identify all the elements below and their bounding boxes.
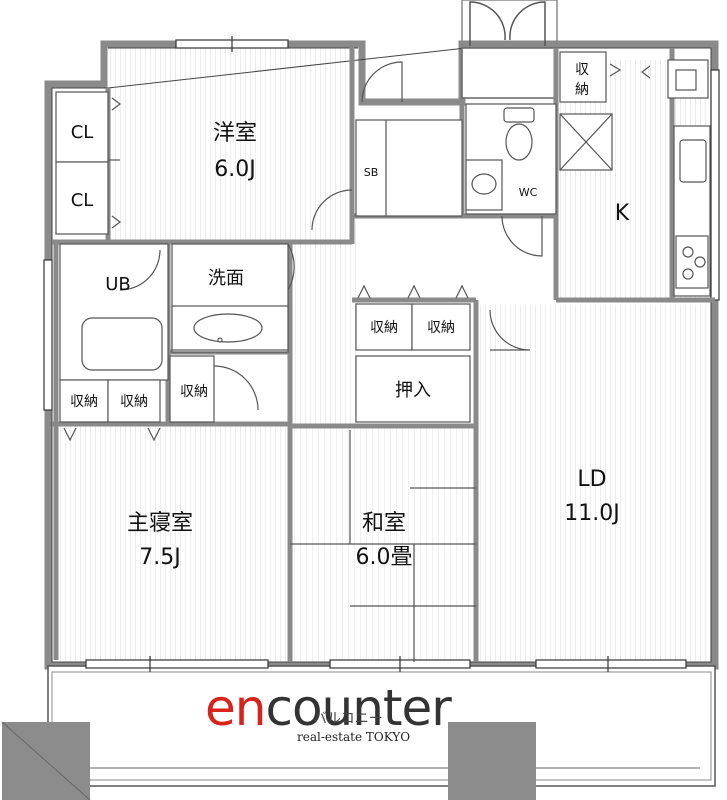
kitchen-storage-label-1: 収	[575, 62, 589, 78]
washroom	[171, 243, 295, 353]
balcony	[1, 665, 716, 800]
balcony-column-right	[448, 722, 536, 800]
cl-closets	[55, 91, 121, 235]
outer-walls	[44, 40, 719, 670]
storage-label-1: 収納	[70, 394, 98, 410]
living-room-size: 11.0J	[564, 501, 619, 526]
storage-label-3: 収納	[180, 384, 208, 400]
washroom-label: 洗面	[208, 268, 244, 289]
sb-wc	[311, 61, 557, 257]
storage-label-4: 収納	[370, 320, 398, 336]
master-room-size: 7.5J	[139, 545, 180, 570]
unit-bath-label: UB	[105, 274, 131, 295]
kitchen-storage-label-2: 納	[575, 82, 589, 98]
entrance-porch	[461, 0, 558, 99]
shoe-box-label: SB	[364, 166, 379, 179]
storage-center	[355, 284, 531, 423]
unit-bath	[59, 243, 169, 381]
master-room-name: 主寝室	[127, 511, 193, 536]
oshiire-label: 押入	[395, 380, 431, 401]
wc-label: WC	[519, 186, 538, 199]
closet-label-1: CL	[71, 122, 94, 143]
japanese-room-size: 6.0畳	[356, 545, 413, 570]
brand-tagline: real-estate TOKYO	[297, 730, 411, 744]
closet-label-2: CL	[71, 190, 94, 211]
tatami-grid	[290, 430, 476, 662]
japanese-room-name: 和室	[362, 511, 406, 536]
brand-logo: encounter バルコニー real-estate TOKYO	[205, 680, 505, 746]
balcony-label: バルコニー	[313, 711, 383, 727]
storage-label-5: 収納	[427, 320, 455, 336]
western-room-name: 洋室	[213, 121, 257, 146]
storage-left	[59, 355, 259, 442]
kitchen-fixtures	[559, 51, 711, 297]
kitchen-label: K	[615, 201, 630, 226]
brand-wordmark: encounter	[205, 679, 452, 737]
western-room-size: 6.0J	[214, 157, 255, 182]
storage-label-2: 収納	[120, 394, 148, 410]
living-room-name: LD	[577, 467, 606, 492]
floor-fills	[56, 48, 714, 662]
